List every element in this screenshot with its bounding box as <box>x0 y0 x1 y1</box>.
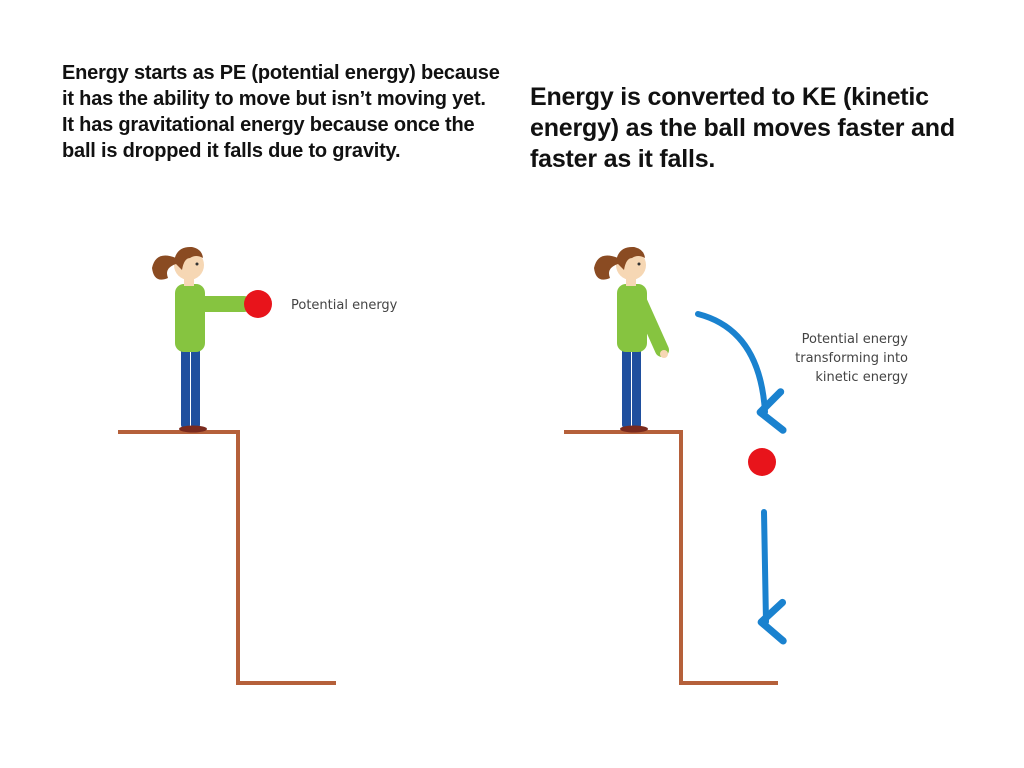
label-transform-line2: transforming into <box>795 351 908 366</box>
label-potential-energy: Potential energy <box>291 298 398 313</box>
curved-arrow <box>695 311 787 434</box>
left-cliff <box>118 430 336 685</box>
ball-falling <box>748 448 776 476</box>
label-transforming: Potential energy transforming into kinet… <box>795 332 908 385</box>
right-cliff <box>564 430 778 685</box>
girl-holding-ball <box>152 246 251 433</box>
label-transform-line1: Potential energy <box>802 332 909 347</box>
left-caption: Energy starts as PE (potential energy) b… <box>62 62 500 162</box>
girl-after-drop <box>594 246 669 433</box>
down-arrow <box>757 509 787 645</box>
right-caption: Energy is converted to KE (kinetic energ… <box>530 83 955 173</box>
label-transform-line3: kinetic energy <box>815 370 908 385</box>
ball-held <box>244 290 272 318</box>
